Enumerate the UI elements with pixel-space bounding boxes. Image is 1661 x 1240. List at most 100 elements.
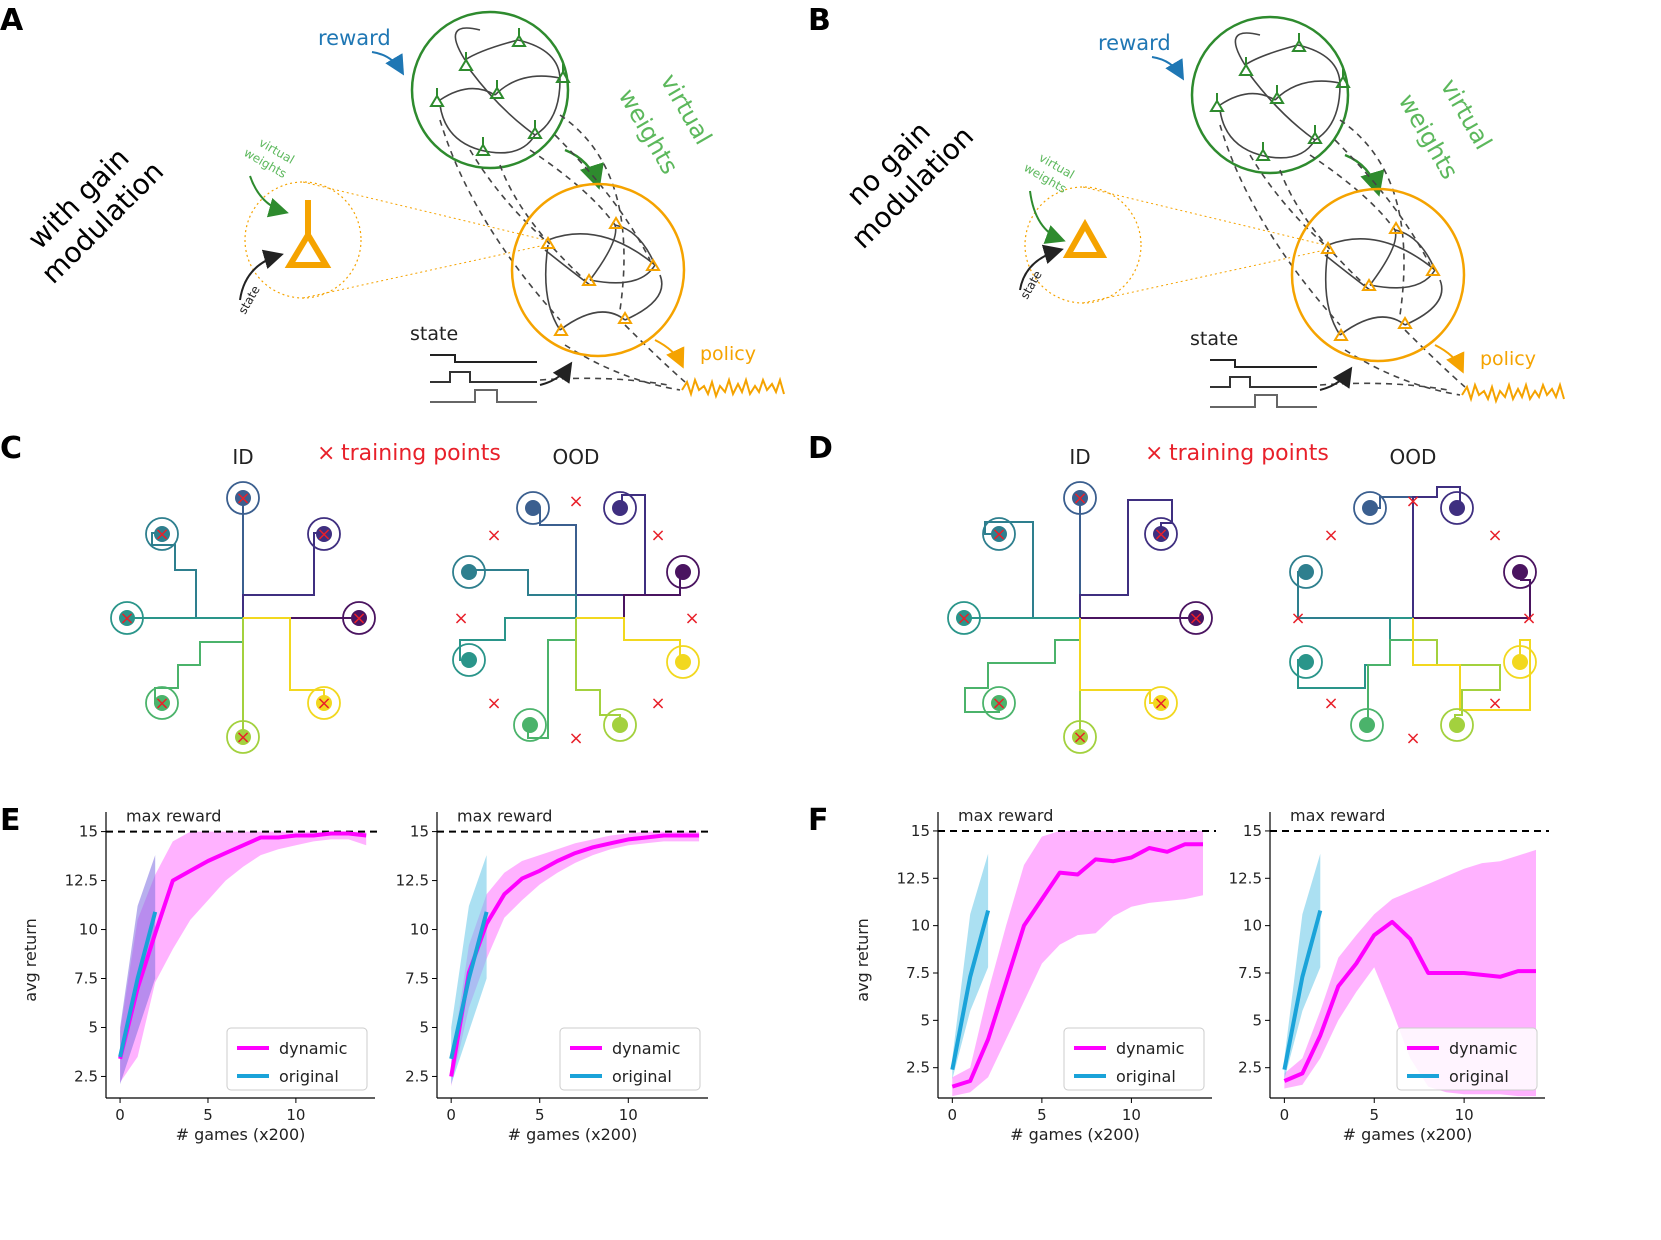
x-tick-label: 10 [286,1106,305,1124]
dynamic-line [449,833,700,1077]
small-state-arrow [1019,244,1064,291]
panel-label-d: D [808,431,833,466]
legend-label-original: original [1449,1067,1509,1086]
dynamic-band [952,830,1203,1097]
y-tick-label: 10 [1243,917,1262,935]
dynamic-band [120,831,367,1083]
svg-text:×: × [235,727,250,748]
svg-text:×: × [650,693,665,714]
policy-arrow [1434,344,1465,374]
svg-text:×: × [1153,524,1168,545]
ood-targets [1289,491,1537,742]
y-tick-label: 10 [79,921,98,939]
training-points-marker: × [317,441,335,466]
x-tick-label: 5 [535,1106,545,1124]
max-reward-label: max reward [457,807,552,826]
svg-text:×: × [154,693,169,714]
policy-network-neurons [1320,221,1441,341]
svg-text:×: × [1323,693,1338,714]
schematic-b: no gain modulation reward virtual weight… [840,15,1565,408]
original-line [950,909,991,1070]
panel-label-a: A [0,3,24,38]
dynamic-line [118,831,367,1060]
svg-text:×: × [1072,488,1087,509]
svg-text:×: × [956,608,971,629]
y-axis-label: avg return [853,918,872,1001]
small-state-arrow [239,249,284,301]
panel-label-c: C [0,431,22,466]
training-points-label: training points [1169,441,1329,466]
y-tick-label: 5 [1252,1011,1262,1029]
y-tick-label: 7.5 [906,964,930,982]
max-reward-label: max reward [126,807,221,826]
id-targets [947,481,1213,754]
max-reward-label: max reward [1290,806,1385,825]
svg-text:×: × [1405,491,1420,512]
state-arrow [1319,366,1353,391]
svg-text:×: × [1153,693,1168,714]
panel-label-f: F [808,803,829,838]
reward-network-recurrent [439,27,561,154]
policy-trace [681,376,785,400]
reward-label: reward [1098,31,1171,55]
reward-label: reward [318,26,391,50]
svg-text:×: × [316,693,331,714]
y-tick-label: 2.5 [74,1067,98,1085]
state-arrow [539,361,573,386]
svg-text:×: × [235,488,250,509]
y-tick-label: 15 [410,823,429,841]
virtual-weights-arrow [564,148,604,190]
policy-network-circle [1290,187,1466,363]
legend-label-original: original [279,1067,339,1086]
x-tick-label: 5 [203,1106,213,1124]
svg-text:×: × [1487,693,1502,714]
legend-label-dynamic: dynamic [612,1039,680,1058]
svg-text:×: × [351,608,366,629]
x-tick-label: 5 [1369,1106,1379,1124]
y-tick-label: 5 [920,1011,930,1029]
virtual-weights-arrow [1344,153,1385,197]
policy-network-circle [510,182,686,358]
y-tick-label: 15 [911,822,930,840]
y-axis-label: avg return [21,918,40,1001]
x-axis-label: # games (x200) [1343,1125,1473,1144]
reward-network-neurons [1209,33,1351,161]
dynamic-line [951,842,1203,1089]
original-line [449,911,489,1060]
x-tick-label: 0 [1280,1106,1290,1124]
small-virtual-arrow [1029,190,1066,244]
max-reward-label: max reward [958,806,1053,825]
policy-network-neurons [540,216,661,336]
x-tick-label: 0 [446,1106,456,1124]
id-training-points: ×××× ×××× [956,488,1203,748]
dynamic-band [451,831,700,1087]
x-axis-label: # games (x200) [508,1125,638,1144]
original-line [1282,909,1323,1070]
y-tick-label: 15 [1243,822,1262,840]
small-virtual-arrow [249,175,289,218]
policy-network-recurrent [544,224,663,331]
svg-text:×: × [684,608,699,629]
reward-network-neurons [429,28,571,156]
ood-training-points: ×××× ×××× [1290,491,1536,749]
policy-label: policy [700,343,756,365]
dynamic-line [1283,919,1536,1083]
svg-text:×: × [1521,608,1536,629]
navigation-d: ID OOD × training points ×××× ×××× [947,441,1537,754]
y-tick-label: 2.5 [405,1067,429,1085]
ood-title: OOD [1390,445,1437,469]
state-label: state [410,323,458,345]
svg-text:×: × [154,524,169,545]
x-tick-label: 5 [1037,1106,1047,1124]
svg-text:×: × [119,608,134,629]
big-neuron [284,200,332,268]
svg-text:×: × [453,608,468,629]
schematic-a: with gain modulation reward virtual weig… [21,10,785,403]
y-tick-label: 10 [410,921,429,939]
original-line [118,911,158,1058]
svg-text:×: × [486,693,501,714]
x-tick-label: 10 [1455,1106,1474,1124]
